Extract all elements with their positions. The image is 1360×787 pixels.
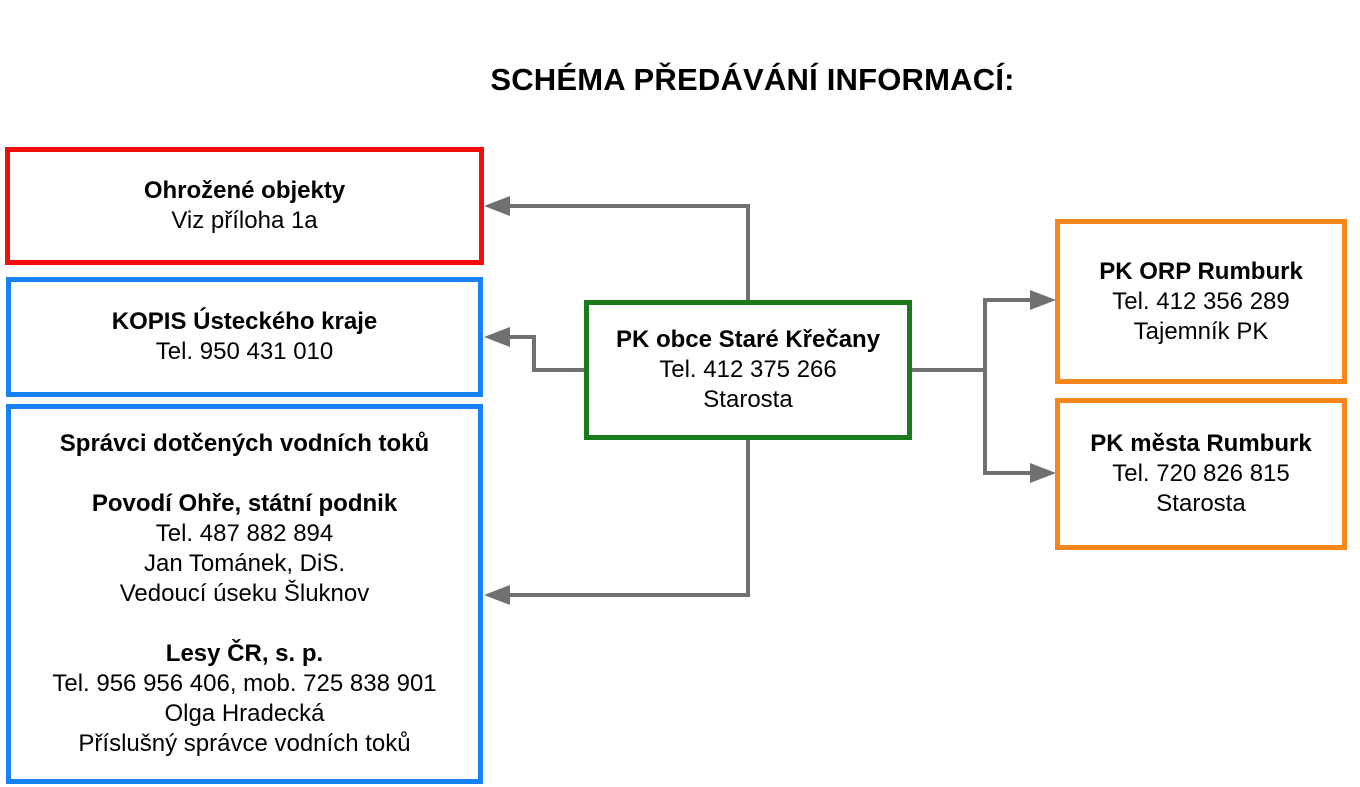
arrow-to-water-managers xyxy=(508,440,750,597)
water-managers-box: Správci dotčených vodních toků Povodí Oh… xyxy=(6,404,483,784)
water-managers-heading: Správci dotčených vodních toků xyxy=(59,430,430,457)
arrowhead-threatened xyxy=(484,196,510,216)
arrowhead-kopis xyxy=(484,327,510,347)
orp-crisis-staff-box: PK ORP Rumburk Tel. 412 356 289 Tajemník… xyxy=(1055,219,1347,384)
kopis-title: KOPIS Ústeckého kraje xyxy=(111,308,378,335)
center-title: PK obce Staré Křečany xyxy=(615,326,881,353)
lesy-phone: Tel. 956 956 406, mob. 725 838 901 xyxy=(52,670,437,697)
kopis-phone: Tel. 950 431 010 xyxy=(155,338,334,365)
arrowhead-orp xyxy=(1030,290,1056,310)
threatened-objects-note: Viz příloha 1a xyxy=(171,207,318,234)
arrow-to-threatened-objects xyxy=(508,204,750,300)
orp-phone: Tel. 412 356 289 xyxy=(1112,287,1290,315)
diagram-title: SCHÉMA PŘEDÁVÁNÍ INFORMACÍ: xyxy=(490,62,1015,97)
lesy-role: Příslušný správce vodních toků xyxy=(78,730,411,757)
arrow-to-orp xyxy=(983,298,1032,475)
lesy-person: Olga Hradecká xyxy=(164,700,325,727)
city-role: Starosta xyxy=(1156,490,1246,517)
lesy-name: Lesy ČR, s. p. xyxy=(165,640,324,667)
arrowhead-water xyxy=(484,585,510,605)
kopis-box: KOPIS Ústeckého kraje Tel. 950 431 010 xyxy=(6,277,483,397)
povodi-name: Povodí Ohře, státní podnik xyxy=(91,490,398,517)
city-phone: Tel. 720 826 815 xyxy=(1112,460,1290,487)
povodi-person: Jan Tománek, DiS. xyxy=(144,550,345,577)
arrow-to-city xyxy=(983,370,1032,475)
municipal-crisis-staff-box: PK obce Staré Křečany Tel. 412 375 266 S… xyxy=(584,300,912,440)
threatened-objects-box: Ohrožené objekty Viz příloha 1a xyxy=(5,147,484,265)
center-phone: Tel. 412 375 266 xyxy=(659,356,837,383)
orp-title: PK ORP Rumburk xyxy=(1099,257,1303,285)
arrowhead-city xyxy=(1030,463,1056,483)
povodi-phone: Tel. 487 882 894 xyxy=(155,520,334,547)
center-role: Starosta xyxy=(703,386,793,413)
city-title: PK města Rumburk xyxy=(1090,430,1312,457)
city-crisis-staff-box: PK města Rumburk Tel. 720 826 815 Staros… xyxy=(1055,398,1347,550)
orp-role: Tajemník PK xyxy=(1133,317,1269,345)
arrow-to-kopis xyxy=(508,335,584,372)
threatened-objects-title: Ohrožené objekty xyxy=(143,177,346,204)
povodi-role: Vedoucí úseku Šluknov xyxy=(119,580,370,607)
